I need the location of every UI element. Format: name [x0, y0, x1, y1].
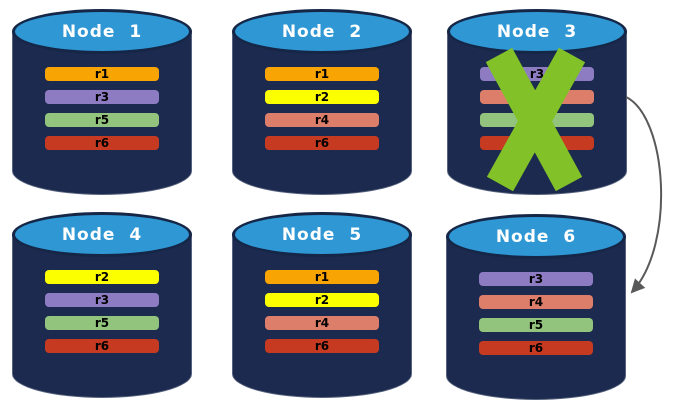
node-1-title: Node 1	[61, 21, 143, 42]
replica-bar: r2	[265, 90, 379, 104]
replica-bar: r5	[479, 318, 593, 332]
replica-bar: r6	[45, 339, 159, 353]
replica-bar: r5	[45, 316, 159, 330]
node-4-title: Node 4	[61, 224, 143, 245]
node-2-cap	[232, 9, 412, 54]
node-5-title: Node 5	[281, 224, 363, 245]
node-3-title: Node 3	[496, 21, 578, 42]
node-4-cap	[12, 212, 192, 257]
replica-bar: r1	[265, 67, 379, 81]
node-6-cylinder: Node 6 r3 r4 r5 r6	[446, 214, 626, 400]
replica-bar: r1	[265, 270, 379, 284]
replica-bar: r3	[45, 293, 159, 307]
node-5-cylinder: Node 5 r1 r2 r4 r6	[232, 212, 412, 398]
replica-bar: r2	[45, 270, 159, 284]
replica-bar: r6	[45, 136, 159, 150]
replica-bar: r4	[265, 113, 379, 127]
replica-bar: r6	[479, 341, 593, 355]
replica-bar: r3	[479, 272, 593, 286]
replica-bar: r4	[265, 316, 379, 330]
node-6-replica-list: r3 r4 r5 r6	[479, 272, 593, 364]
failover-arrow	[625, 96, 663, 294]
node-2-title: Node 2	[281, 21, 363, 42]
replica-bar: r6	[265, 339, 379, 353]
node-3-cylinder: Node 3 r3 r4 r5 r6	[447, 9, 627, 195]
replica-bar: r6	[480, 136, 594, 150]
node-6-title: Node 6	[495, 226, 577, 247]
replica-bar: r4	[479, 295, 593, 309]
replica-bar: r5	[45, 113, 159, 127]
replica-bar: r6	[265, 136, 379, 150]
replica-bar: r4	[480, 90, 594, 104]
node-1-cap	[12, 9, 192, 54]
replica-bar: r3	[480, 67, 594, 81]
replica-bar: r2	[265, 293, 379, 307]
replica-bar: r1	[45, 67, 159, 81]
node-5-replica-list: r1 r2 r4 r6	[265, 270, 379, 362]
node-1-cylinder: Node 1 r1 r3 r5 r6	[12, 9, 192, 195]
node-3-replica-list: r3 r4 r5 r6	[480, 67, 594, 159]
node-2-replica-list: r1 r2 r4 r6	[265, 67, 379, 159]
replica-bar: r5	[480, 113, 594, 127]
node-6-cap	[446, 214, 626, 259]
node-4-cylinder: Node 4 r2 r3 r5 r6	[12, 212, 192, 398]
replica-bar: r3	[45, 90, 159, 104]
node-2-cylinder: Node 2 r1 r2 r4 r6	[232, 9, 412, 195]
node-1-replica-list: r1 r3 r5 r6	[45, 67, 159, 159]
node-4-replica-list: r2 r3 r5 r6	[45, 270, 159, 362]
node-5-cap	[232, 212, 412, 257]
